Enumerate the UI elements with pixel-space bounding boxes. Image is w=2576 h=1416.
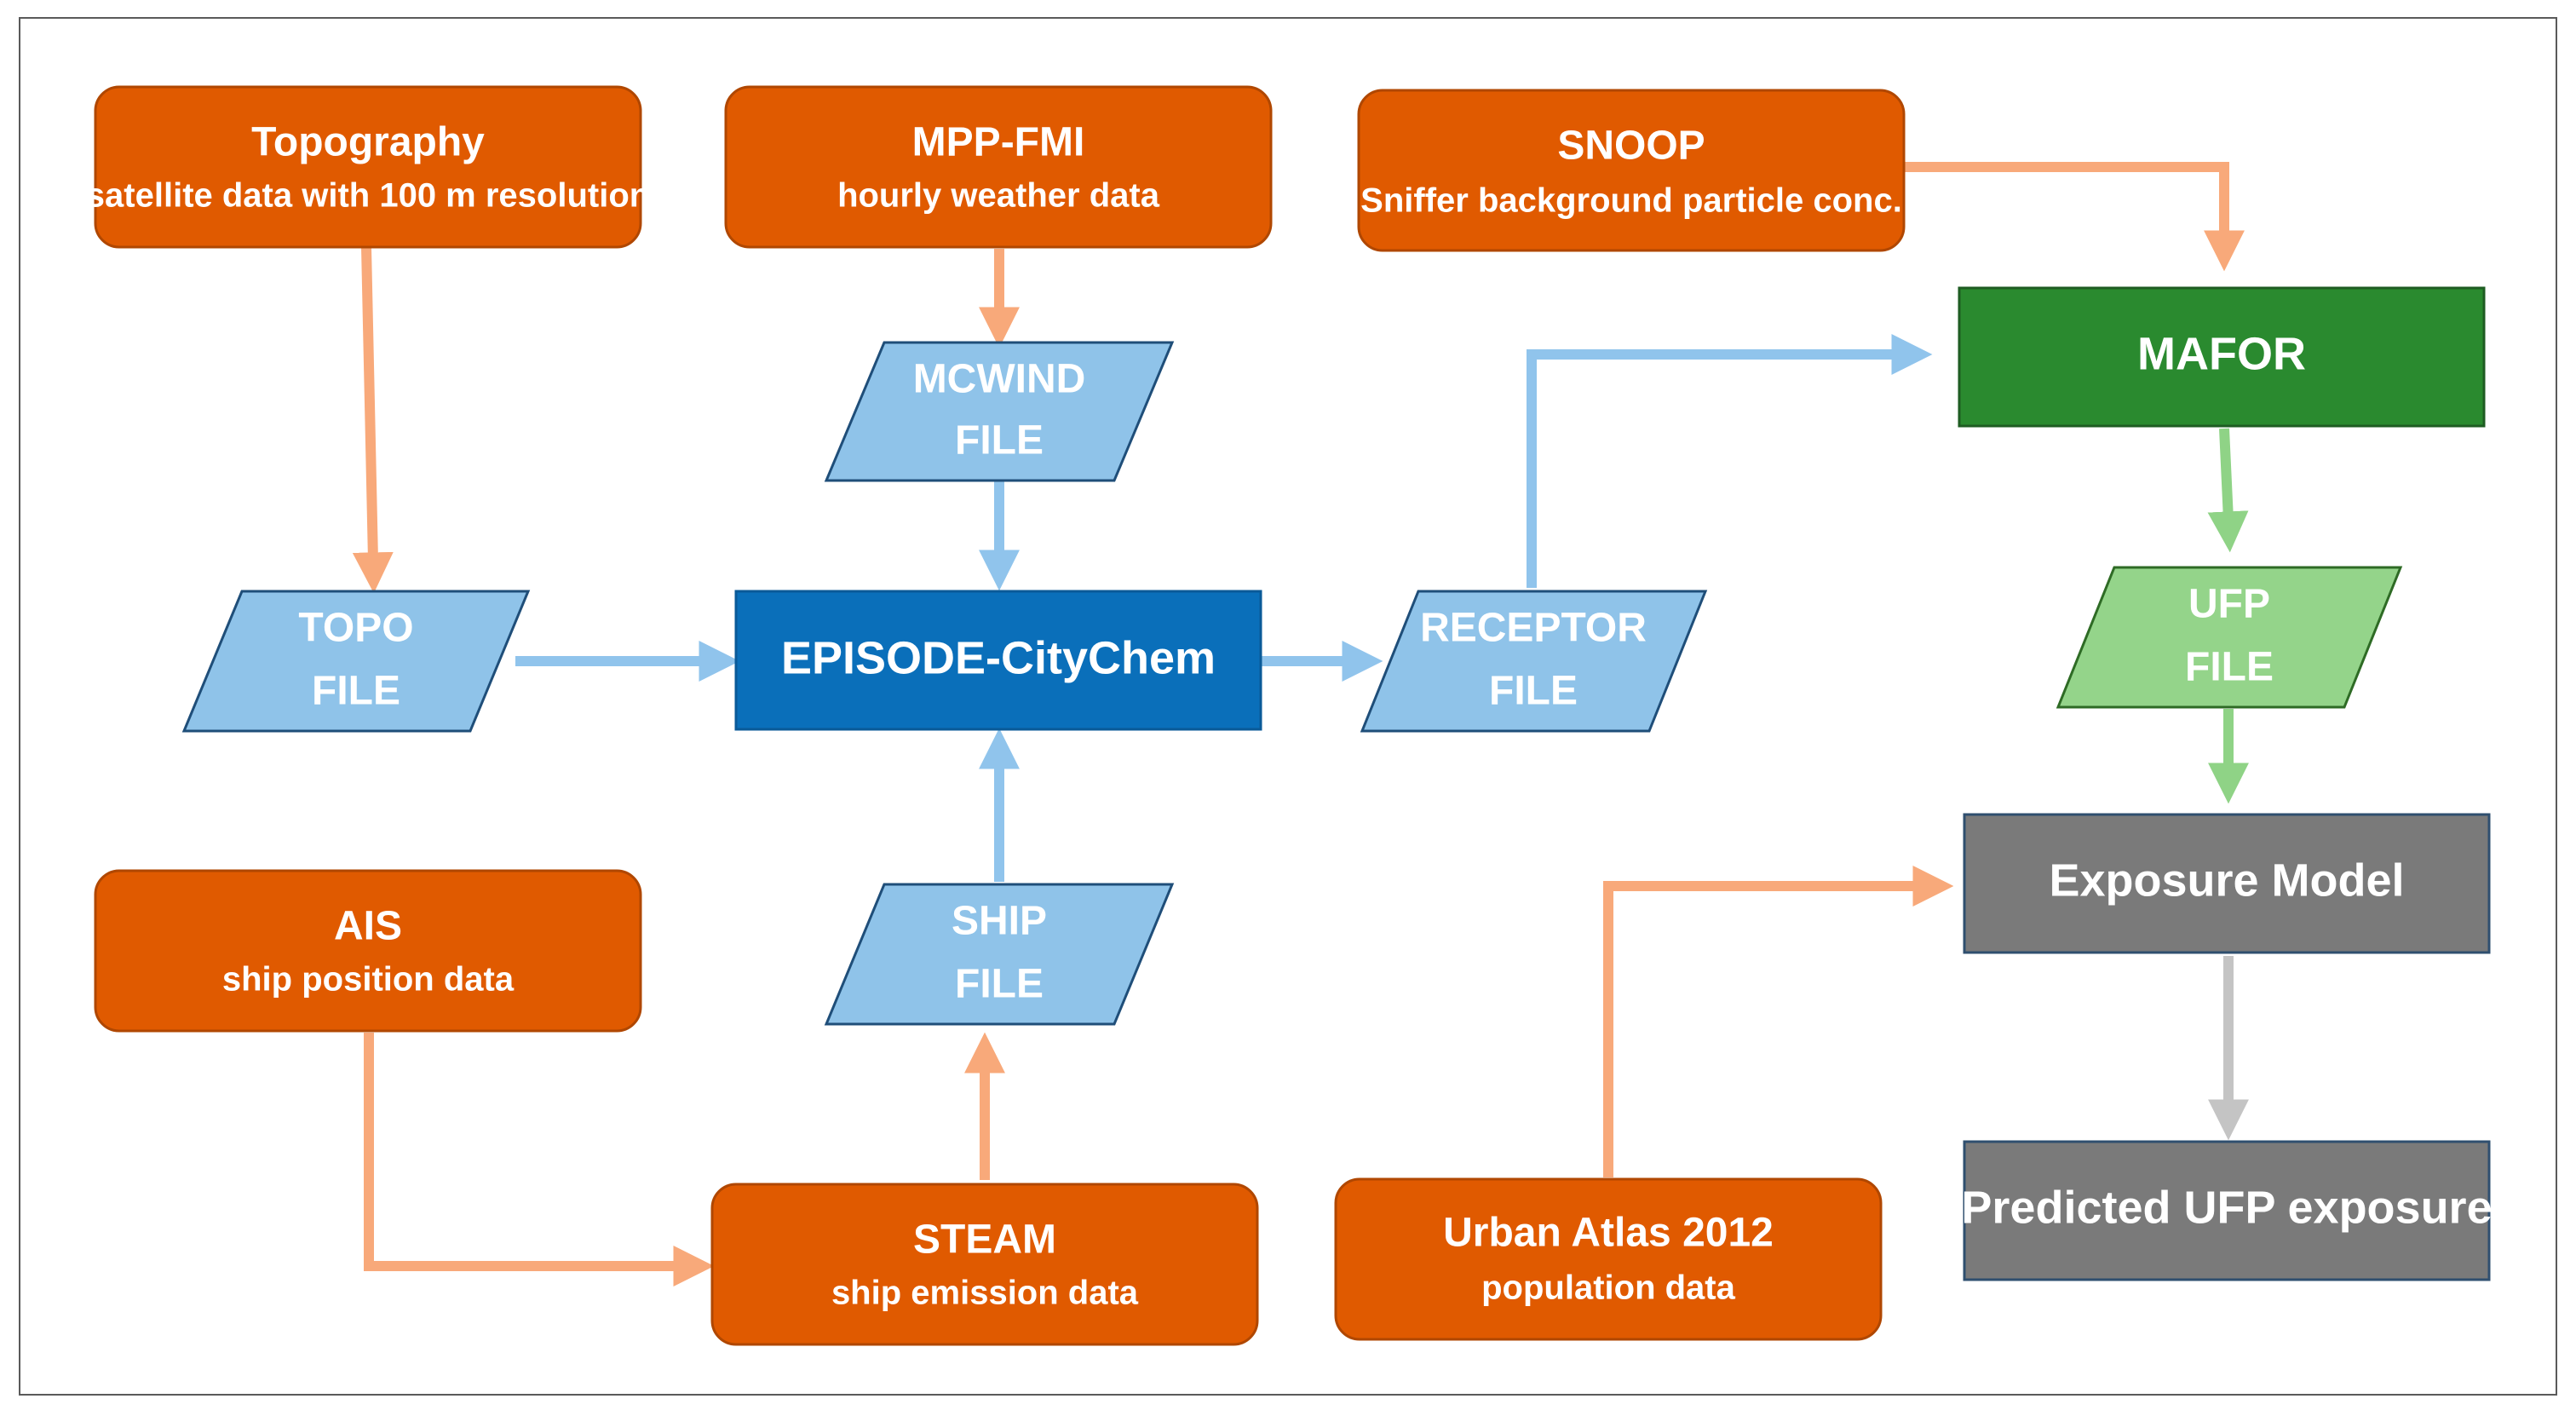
mcwind-line1: MCWIND — [913, 357, 1086, 402]
steam-box: STEAM ship emission data — [710, 1183, 1259, 1346]
arrow-urban-to-exposure — [1603, 866, 1954, 1177]
mppfmi-box: MPP-FMI hourly weather data — [724, 85, 1273, 249]
arrow-ais-to-steam — [364, 1033, 715, 1286]
exposure-model-box: Exposure Model — [1963, 813, 2491, 954]
receptor-file-box: RECEPTOR FILE — [1360, 590, 1708, 733]
episode-citychem-box: EPISODE-CityChem — [734, 590, 1262, 731]
urban-atlas-title: Urban Atlas 2012 — [1443, 1211, 1774, 1256]
diagram-frame — [19, 17, 2557, 1396]
ais-subtitle: ship position data — [222, 961, 515, 999]
snoop-box: SNOOP Sniffer background particle conc. — [1357, 89, 1906, 252]
snoop-title: SNOOP — [1557, 124, 1705, 169]
exposure-label: Exposure Model — [2049, 855, 2404, 906]
mppfmi-title: MPP-FMI — [912, 120, 1085, 165]
arrows — [352, 162, 2249, 1286]
receptor-line2: FILE — [1489, 669, 1578, 714]
mppfmi-subtitle: hourly weather data — [837, 177, 1160, 215]
topo-line1: TOPO — [298, 606, 413, 651]
topography-subtitle: satellite data with 100 m resolution — [86, 177, 650, 215]
ship-line2: FILE — [955, 962, 1044, 1007]
topography-title: Topography — [251, 120, 485, 165]
topo-line2: FILE — [312, 669, 400, 714]
mafor-box: MAFOR — [1958, 286, 2486, 428]
ufp-file-box: UFP FILE — [2056, 566, 2403, 709]
steam-title: STEAM — [913, 1217, 1056, 1263]
ufp-line2: FILE — [2185, 645, 2274, 690]
mafor-label: MAFOR — [2137, 328, 2306, 379]
topography-box: Topography satellite data with 100 m res… — [86, 85, 650, 249]
mcwind-line2: FILE — [955, 418, 1044, 463]
ais-box: AIS ship position data — [94, 869, 642, 1033]
urban-atlas-subtitle: population data — [1481, 1269, 1736, 1307]
topo-file-box: TOPO FILE — [181, 590, 531, 733]
receptor-line1: RECEPTOR — [1420, 606, 1647, 651]
snoop-subtitle: Sniffer background particle conc. — [1360, 182, 1902, 220]
arrow-topography-to-topo — [352, 246, 394, 594]
ais-title: AIS — [334, 904, 402, 949]
arrow-mafor-to-ufp — [2207, 428, 2249, 553]
arrow-snoop-to-mafor — [1903, 162, 2245, 272]
ship-line1: SHIP — [952, 899, 1047, 944]
mcwind-file-box: MCWIND FILE — [824, 341, 1175, 482]
urban-atlas-box: Urban Atlas 2012 population data — [1334, 1177, 1883, 1341]
episode-label: EPISODE-CityChem — [781, 632, 1216, 683]
arrow-receptor-to-mafor — [1527, 334, 1933, 588]
ufp-line1: UFP — [2188, 582, 2270, 627]
predicted-label: Predicted UFP exposure — [1961, 1182, 2492, 1233]
predicted-ufp-box: Predicted UFP exposure — [1961, 1140, 2493, 1281]
steam-subtitle: ship emission data — [831, 1275, 1139, 1312]
ship-file-box: SHIP FILE — [824, 883, 1175, 1026]
